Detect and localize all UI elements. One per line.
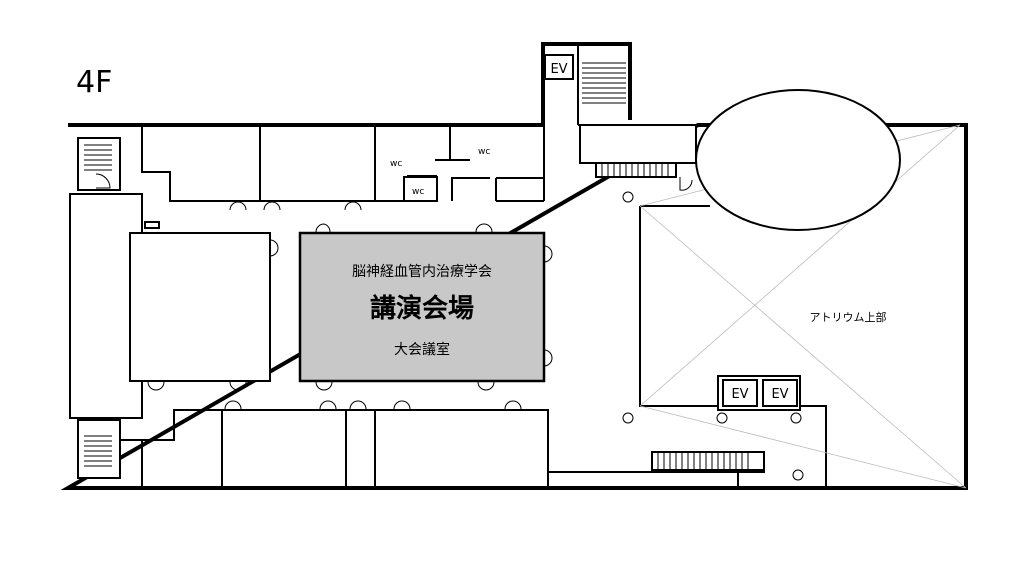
venue-name: 講演会場 bbox=[370, 293, 474, 324]
wc-room bbox=[403, 176, 438, 202]
columns bbox=[622, 191, 804, 481]
stairs-bottom-left bbox=[77, 419, 121, 479]
atrium-label: アトリウム上部 bbox=[810, 310, 887, 324]
wc-label: wc bbox=[412, 187, 424, 197]
doors bbox=[147, 201, 553, 410]
stairs-bottom-right bbox=[651, 451, 765, 471]
top-rooms bbox=[141, 125, 545, 202]
atrium-area: アトリウム上部 bbox=[639, 89, 967, 489]
bottom-rooms bbox=[119, 409, 765, 488]
elevator-label: EV bbox=[771, 387, 788, 402]
wc-label: wc bbox=[478, 147, 490, 157]
elevator-label: EV bbox=[550, 62, 567, 77]
main-hall bbox=[298, 231, 546, 383]
elevator-core-top: EV bbox=[542, 44, 698, 191]
room-name: 大会議室 bbox=[394, 341, 450, 358]
stairs-top-left bbox=[77, 137, 121, 191]
elevator-label: EV bbox=[731, 387, 748, 402]
organization-name: 脳神経血管内治療学会 bbox=[352, 263, 492, 280]
floor-label: 4F bbox=[76, 65, 112, 100]
elevator-core-bottom: EV EV bbox=[717, 375, 801, 411]
wc-label: wc bbox=[390, 159, 402, 169]
left-meeting-room bbox=[129, 232, 271, 382]
fixture bbox=[144, 221, 160, 229]
